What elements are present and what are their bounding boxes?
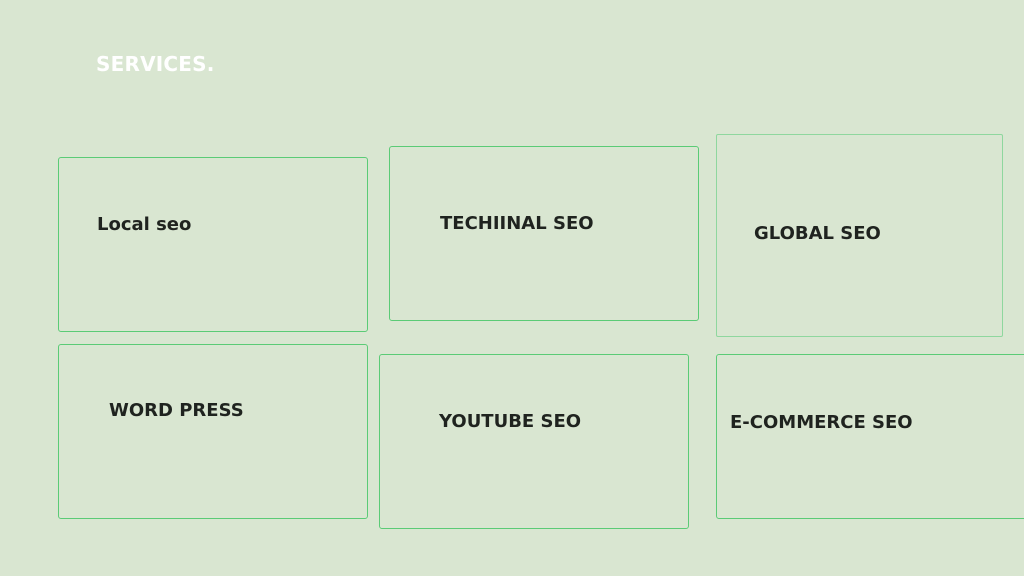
- service-card-ecommerce-seo[interactable]: E-COMMERCE SEO: [716, 354, 1024, 519]
- service-card-label: Local seo: [97, 214, 192, 235]
- service-card-technical-seo[interactable]: TECHIINAL SEO: [389, 146, 699, 321]
- service-card-global-seo[interactable]: GLOBAL SEO: [716, 134, 1003, 337]
- service-card-local-seo[interactable]: Local seo: [58, 157, 368, 332]
- service-card-word-press[interactable]: WORD PRESS: [58, 344, 368, 519]
- service-card-label: WORD PRESS: [109, 400, 244, 421]
- page-title: SERVICES.: [96, 52, 215, 76]
- service-card-youtube-seo[interactable]: YOUTUBE SEO: [379, 354, 689, 529]
- service-card-label: GLOBAL SEO: [754, 223, 881, 244]
- service-card-label: YOUTUBE SEO: [439, 411, 582, 432]
- service-card-label: TECHIINAL SEO: [440, 213, 594, 234]
- service-card-label: E-COMMERCE SEO: [730, 412, 913, 433]
